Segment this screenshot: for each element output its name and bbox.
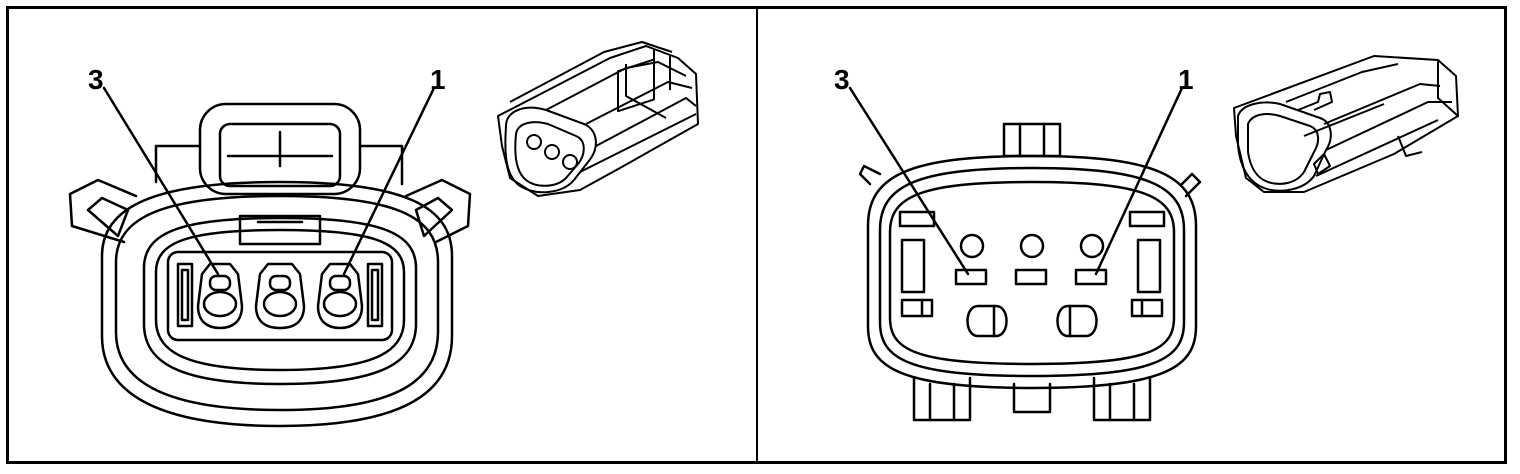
housing-outer: [868, 156, 1196, 388]
side-tab-right: [1182, 174, 1200, 196]
right-ear: [406, 180, 470, 242]
connector-thumbnail: [498, 42, 698, 196]
polarization-key-right: [1058, 306, 1097, 336]
left-ear: [70, 180, 136, 242]
callout-terminal-1-right: 1: [1178, 64, 1194, 95]
polarization-key-left: [968, 306, 1007, 336]
terminal-cavity-1: [318, 264, 362, 328]
leader-line-terminal-3: [104, 88, 218, 274]
callout-terminal-1-left: 1: [430, 64, 446, 95]
side-slot-right: [368, 264, 382, 326]
connector-thumbnail: [1234, 56, 1458, 192]
seal: [144, 218, 416, 384]
leader-line-terminal-1: [344, 88, 434, 274]
lock-tab-window: [220, 124, 340, 186]
key-notch: [240, 216, 320, 244]
right-connector-drawing: [758, 6, 1507, 464]
left-connector-panel: 3 1: [6, 6, 756, 464]
bottom-foot-center: [1014, 384, 1050, 412]
terminal-cavity-frame: [168, 252, 392, 340]
housing-outer: [102, 182, 452, 426]
terminal-slot-3: [956, 270, 986, 284]
panel-divider: [756, 6, 758, 464]
side-slot-left: [178, 264, 192, 326]
side-tab-left: [860, 166, 880, 184]
right-connector-panel: 3 1: [758, 6, 1507, 464]
terminal-slot-1: [1076, 270, 1106, 284]
bottom-foot-left: [914, 378, 970, 420]
terminal-pin-3: [961, 235, 983, 257]
lock-tab: [200, 104, 360, 194]
left-connector-drawing: [6, 6, 756, 464]
shroud: [890, 182, 1174, 364]
bottom-foot-right: [1094, 378, 1150, 420]
callout-terminal-3-right: 3: [834, 64, 850, 95]
leader-line-terminal-3: [850, 88, 968, 274]
terminal-cavity-2: [256, 264, 304, 328]
top-lock-block: [1004, 124, 1060, 156]
terminal-cavity-3: [198, 264, 242, 328]
terminal-slot-2: [1016, 270, 1046, 284]
terminal-pin-1: [1081, 235, 1103, 257]
terminal-pin-2: [1021, 235, 1043, 257]
leader-line-terminal-1: [1096, 88, 1182, 274]
callout-terminal-3-left: 3: [88, 64, 104, 95]
